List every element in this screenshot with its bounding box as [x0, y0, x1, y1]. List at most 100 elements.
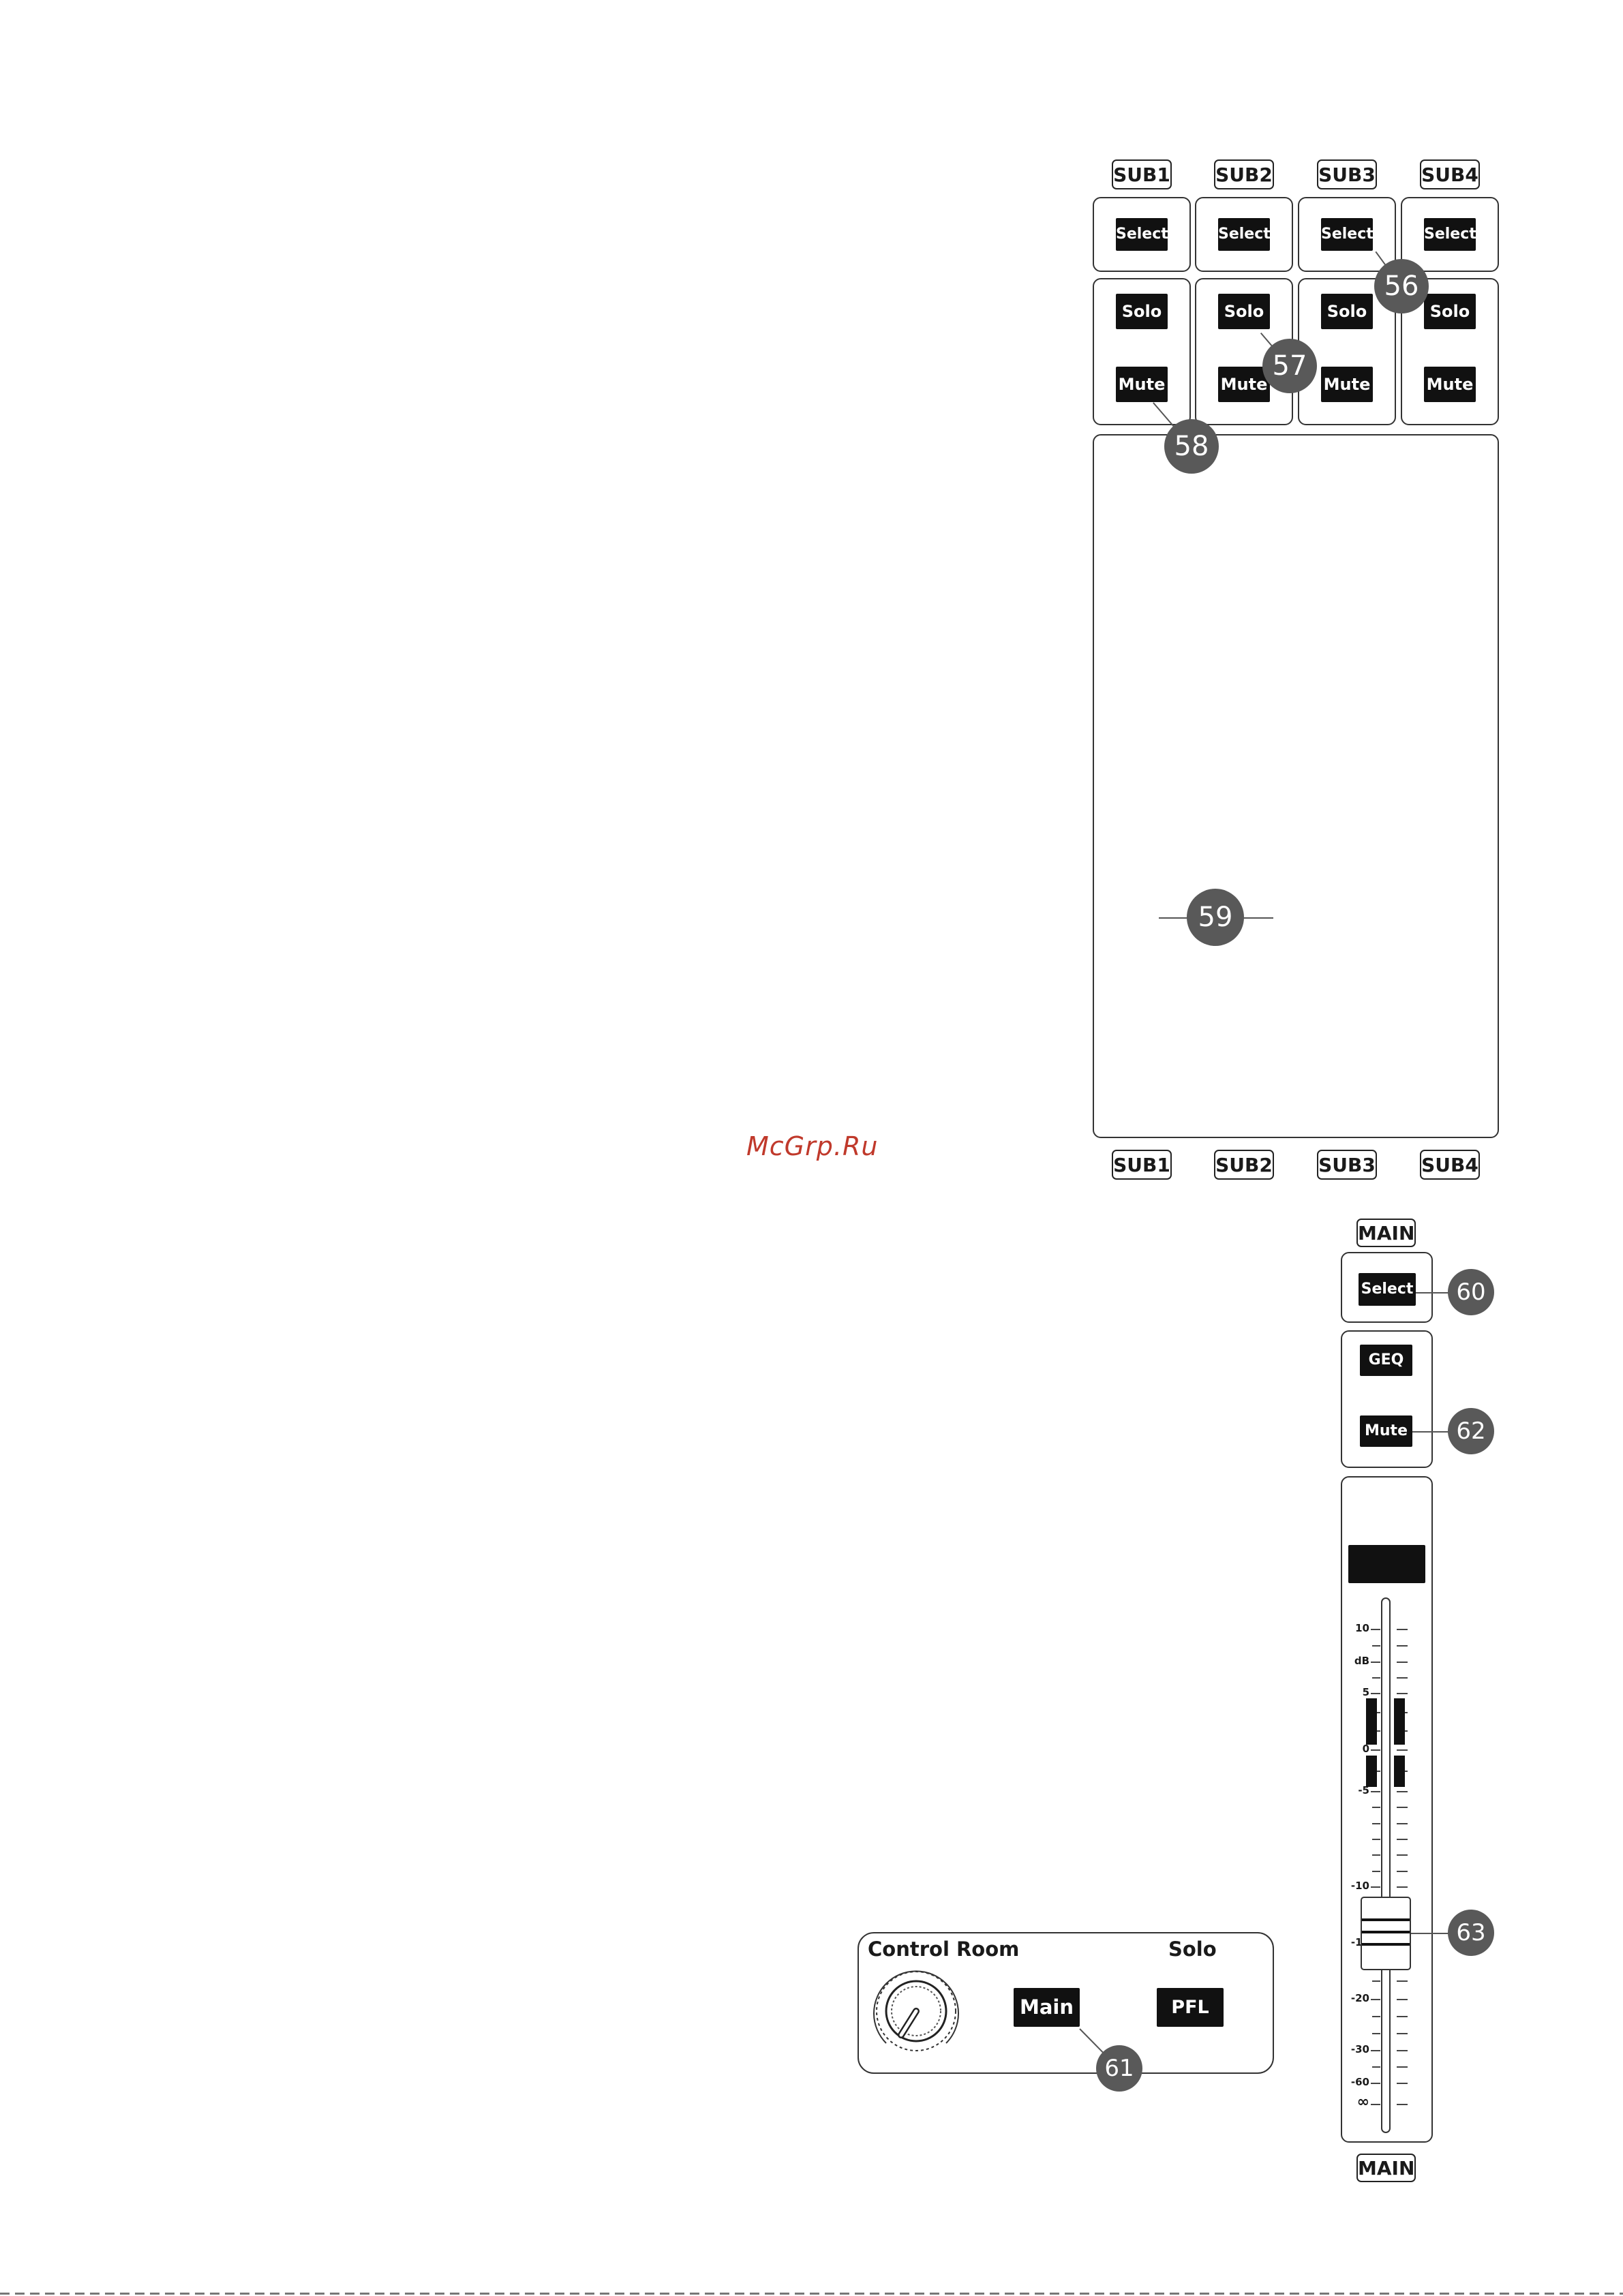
- main-minor-tick: [1397, 2016, 1408, 2017]
- main-select-button[interactable]: Select: [1359, 1273, 1416, 1306]
- main-minor-tick: [1397, 1807, 1408, 1808]
- main-scale-label: 0: [1362, 1743, 1369, 1755]
- main-minor-tick: [1372, 1823, 1380, 1824]
- control-room-title: Control Room: [868, 1938, 1020, 1961]
- sub4-bottom-label: SUB4: [1420, 1150, 1480, 1180]
- main-level-meter-segment: [1366, 1756, 1377, 1787]
- main-minor-tick: [1372, 1677, 1380, 1679]
- main-minor-tick: [1397, 1823, 1408, 1824]
- sub4-mute-button[interactable]: Mute: [1424, 367, 1476, 402]
- main-scale-label: -30: [1350, 2043, 1369, 2055]
- main-scale-tick: [1371, 2050, 1380, 2051]
- callout-leader-line: [1412, 1431, 1471, 1433]
- callout-marker: 61: [1096, 2045, 1142, 2092]
- sub3-bottom-label: SUB3: [1317, 1150, 1377, 1180]
- sub3-mute-button[interactable]: Mute: [1321, 367, 1373, 402]
- main-minor-tick: [1372, 1807, 1380, 1808]
- sub1-solo-button[interactable]: Solo: [1116, 294, 1168, 329]
- callout-marker: 56: [1374, 259, 1429, 313]
- main-scale-tick: [1397, 1999, 1408, 2000]
- main-scale-tick: [1397, 1749, 1408, 1751]
- main-knob-grip-line: [1362, 1943, 1410, 1946]
- main-minor-tick: [1372, 2033, 1380, 2034]
- main-scale-tick: [1371, 1629, 1380, 1630]
- main-scale-tick: [1397, 1629, 1408, 1630]
- main-fader-knob[interactable]: [1361, 1897, 1411, 1970]
- sub4-select-button[interactable]: Select: [1424, 218, 1476, 251]
- main-knob-grip-line: [1362, 1918, 1410, 1921]
- main-minor-tick: [1372, 2066, 1380, 2068]
- solo-title: Solo: [1168, 1938, 1217, 1961]
- main-scale-tick: [1371, 1662, 1380, 1663]
- sub3-select-button[interactable]: Select: [1321, 218, 1374, 251]
- main-minor-tick: [1397, 1839, 1408, 1840]
- sub2-select-panel: [1195, 197, 1293, 272]
- main-minor-tick: [1397, 1871, 1408, 1872]
- main-minor-tick: [1397, 1677, 1408, 1679]
- sub4-top-label: SUB4: [1420, 159, 1480, 189]
- main-scale-tick: [1397, 2050, 1408, 2051]
- sub1-select-button[interactable]: Select: [1116, 218, 1168, 251]
- main-channel-display: [1348, 1545, 1425, 1583]
- sub2-mute-button[interactable]: Mute: [1218, 367, 1270, 402]
- main-scale-tick: [1371, 1693, 1380, 1694]
- main-knob-grip-line: [1362, 1931, 1410, 1933]
- main-level-meter-segment: [1366, 1698, 1377, 1745]
- main-scale-tick: [1371, 1999, 1380, 2000]
- main-scale-label: -60: [1350, 2076, 1369, 2088]
- main-minor-tick: [1397, 1980, 1408, 1982]
- main-fader-track[interactable]: [1381, 1597, 1391, 2133]
- main-minor-tick: [1372, 1854, 1380, 1856]
- sub2-select-button[interactable]: Select: [1218, 218, 1271, 251]
- control-room-main-button[interactable]: Main: [1014, 1988, 1080, 2027]
- sub3-solo-button[interactable]: Solo: [1321, 294, 1373, 329]
- sub3-top-label: SUB3: [1317, 159, 1377, 189]
- sub1-top-label: SUB1: [1112, 159, 1172, 189]
- main-minor-tick: [1397, 2066, 1408, 2068]
- main-scale-tick: [1371, 1886, 1380, 1888]
- sub2-solo-button[interactable]: Solo: [1218, 294, 1270, 329]
- main-minor-tick: [1372, 2016, 1380, 2017]
- main-scale-label: dB: [1354, 1655, 1369, 1667]
- sub1-bottom-label: SUB1: [1112, 1150, 1172, 1180]
- main-scale-label: 10: [1355, 1622, 1369, 1634]
- main-scale-tick: [1371, 2083, 1380, 2084]
- callout-leader-line: [1411, 1933, 1471, 1934]
- main-scale-label: -20: [1350, 1992, 1369, 2004]
- callout-leader-line: [1416, 1292, 1471, 1294]
- main-scale-tick: [1397, 1693, 1408, 1694]
- main-level-meter-segment: [1394, 1756, 1405, 1787]
- main-scale-tick: [1371, 1749, 1380, 1751]
- callout-marker: 58: [1164, 419, 1219, 474]
- sub1-mute-button[interactable]: Mute: [1116, 367, 1168, 402]
- main-minor-tick: [1372, 1980, 1380, 1982]
- main-mute-button[interactable]: Mute: [1360, 1415, 1412, 1447]
- main-scale-tick: [1397, 1791, 1408, 1792]
- sub2-bottom-label: SUB2: [1214, 1150, 1274, 1180]
- main-scale-label: ∞: [1356, 2094, 1369, 2111]
- main-bottom-label: MAIN: [1356, 2154, 1416, 2182]
- main-scale-tick: [1397, 1886, 1408, 1888]
- main-scale-label: -5: [1358, 1784, 1369, 1796]
- main-scale-tick: [1371, 2104, 1380, 2105]
- page-bottom-rule: [0, 2293, 1623, 2295]
- main-minor-tick: [1397, 2033, 1408, 2034]
- callout-marker: 63: [1448, 1910, 1494, 1956]
- control-room-level-knob[interactable]: [867, 1967, 966, 2059]
- main-geq-button[interactable]: GEQ: [1360, 1345, 1412, 1376]
- main-minor-tick: [1372, 1645, 1380, 1647]
- main-scale-tick: [1371, 1791, 1380, 1792]
- main-minor-tick: [1397, 1854, 1408, 1856]
- main-minor-tick: [1372, 1871, 1380, 1872]
- main-scale-tick: [1397, 2083, 1408, 2084]
- main-minor-tick: [1397, 1645, 1408, 1647]
- sub4-solo-button[interactable]: Solo: [1424, 294, 1476, 329]
- solo-pfl-button[interactable]: PFL: [1157, 1988, 1224, 2027]
- callout-marker: 60: [1448, 1269, 1494, 1315]
- sub-fader-panel: [1093, 434, 1499, 1138]
- sub2-top-label: SUB2: [1214, 159, 1274, 189]
- main-scale-label: 5: [1362, 1686, 1369, 1698]
- main-scale-tick: [1397, 1662, 1408, 1663]
- callout-marker: 57: [1262, 339, 1317, 393]
- main-level-meter-segment: [1394, 1698, 1405, 1745]
